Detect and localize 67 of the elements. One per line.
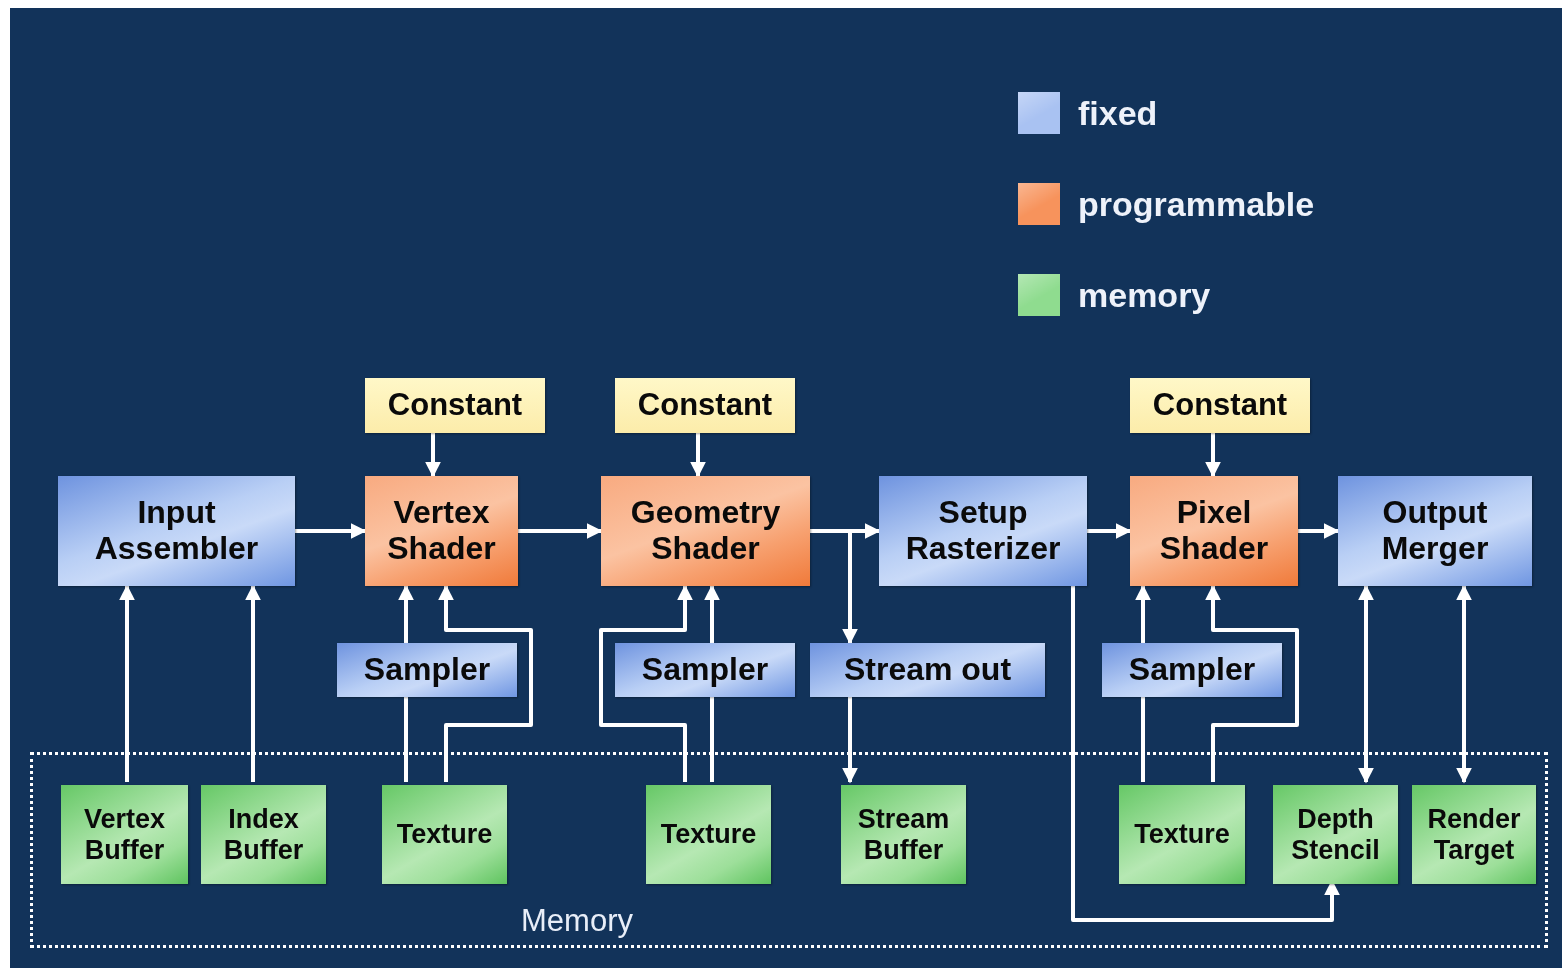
stage-box [615,643,795,697]
connector-arrow [1456,584,1472,784]
node-label: Constant [386,388,524,423]
connector-arrow [599,584,693,782]
connector-arrow [704,584,720,643]
connector-arrow [295,523,367,539]
node-label: Pixel Shader [1158,495,1270,567]
connector-arrow [425,433,441,478]
memory-box [841,785,966,884]
connector-arrow [842,697,858,784]
stage-box [58,476,295,586]
constant-box [365,378,545,433]
legend-label: fixed [1078,93,1158,133]
connector-arrow [1135,584,1151,643]
node-label: Texture [395,819,494,850]
constant-box [615,378,795,433]
memory-box [1273,785,1398,884]
node-label: Texture [1133,819,1231,850]
region-label: Memory [521,903,633,939]
connector-arrow [398,584,414,643]
memory-box [61,785,188,884]
stage-box [1102,643,1282,697]
node-label: Geometry Shader [629,495,782,567]
connector-arrow [1358,584,1374,784]
node-label: Texture [659,819,758,850]
connector-arrow [1205,433,1221,478]
connector-arrow [518,523,603,539]
node-label: Sampler [362,652,492,688]
connector-arrow [1298,523,1340,539]
connector-arrow [1087,523,1132,539]
node-label: Constant [1151,388,1289,423]
node-label: Vertex Shader [386,495,497,567]
node-label: Sampler [640,652,770,688]
node-label: Render Target [1426,804,1522,865]
stage-box [337,643,517,697]
memory-box [201,785,326,884]
legend-label: programmable [1078,184,1315,224]
shader-box [365,476,518,586]
node-label: Stream Buffer [856,804,951,865]
connector-arrow [245,584,261,782]
node-label: Sampler [1127,652,1257,688]
node-label: Index Buffer [222,804,305,865]
connector-arrow [438,584,533,782]
node-label: Vertex Buffer [82,804,167,865]
shader-box [1130,476,1298,586]
stage-box [810,643,1045,697]
connector-arrow [690,433,706,478]
stage-box [879,476,1087,586]
connector-arrow [810,529,858,645]
node-label: Constant [636,388,774,423]
stage-box [1338,476,1532,586]
connector-arrow [1205,584,1299,782]
node-label: Setup Rasterizer [904,495,1062,567]
connector-arrow [119,584,135,782]
memory-box [1119,785,1245,884]
node-label: Input Assembler [93,495,260,567]
legend-label: memory [1078,275,1211,315]
node-label: Stream out [842,652,1013,688]
memory-box [1412,785,1536,884]
constant-box [1130,378,1310,433]
memory-box [646,785,771,884]
node-label: Output Merger [1380,495,1490,567]
memory-box [382,785,507,884]
node-label: Depth Stencil [1290,804,1381,865]
connector-arrow [1071,586,1340,922]
memory-region [30,752,1548,948]
shader-box [601,476,810,586]
